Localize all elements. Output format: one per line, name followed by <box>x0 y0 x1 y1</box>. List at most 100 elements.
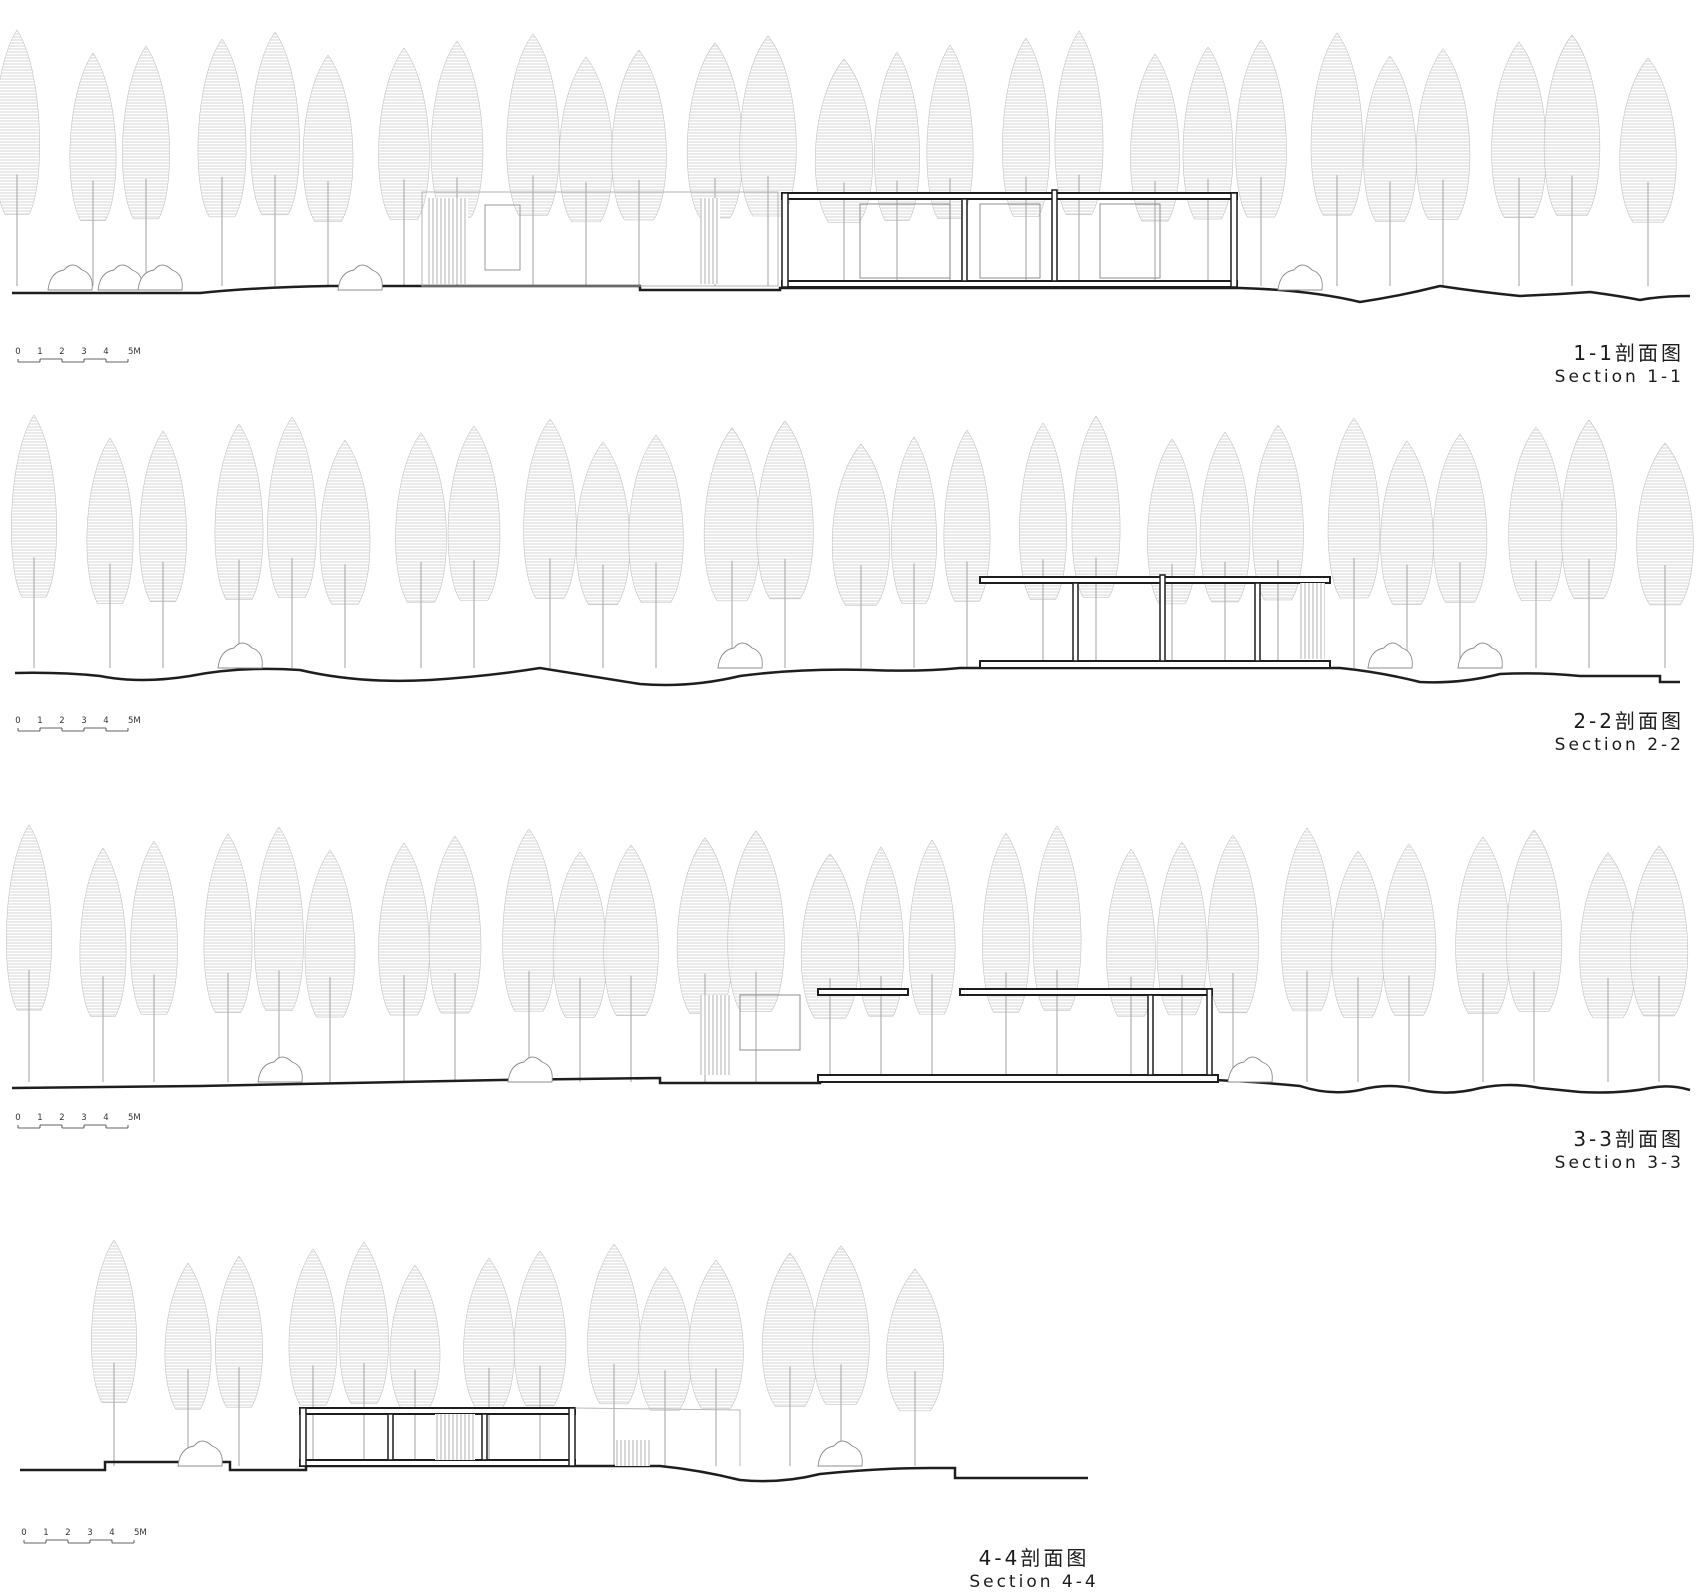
shrub <box>717 642 763 669</box>
title-cn: 2-2剖面图 <box>1573 709 1684 733</box>
ground-line <box>12 284 1691 304</box>
ground-line <box>14 666 1680 687</box>
shrub <box>507 1056 553 1083</box>
shrubs <box>47 264 1323 291</box>
scale-tick-label: 4 <box>103 1113 108 1123</box>
title-cn: 1-1剖面图 <box>1573 341 1684 365</box>
section-3-3: 0 1 2 3 4 5M <box>6 824 1691 1129</box>
building-slab-floor <box>817 1074 1219 1083</box>
scale-tick-label: 2 <box>59 716 64 726</box>
section-title-2-2: 2-2剖面图 Section 2-2 <box>1555 708 1684 756</box>
scale-tick-label: 0 <box>21 1528 26 1538</box>
background-trees <box>11 414 1694 668</box>
shrub <box>177 1440 223 1467</box>
scale-tick-label: 4 <box>103 347 108 357</box>
title-en: Section 1-1 <box>1554 367 1684 387</box>
window <box>859 203 951 279</box>
shrub <box>97 264 143 291</box>
scale-tick-label: 4 <box>103 716 108 726</box>
shrub <box>1277 264 1323 291</box>
scale-tick-label: 0 <box>15 347 20 357</box>
window <box>484 204 521 271</box>
louver-panel <box>435 1414 475 1460</box>
scale-tick-label: 2 <box>59 1113 64 1123</box>
scale-tick-label: 5M <box>128 1113 141 1123</box>
section-title-3-3: 3-3剖面图 Section 3-3 <box>1555 1126 1684 1174</box>
building-slab-roof <box>299 1407 576 1415</box>
scale-tick-label: 2 <box>65 1528 70 1538</box>
louver-panel <box>615 1440 650 1466</box>
background-trees <box>6 824 1689 1082</box>
scale-tick-label: 2 <box>59 347 64 357</box>
shrub <box>137 264 183 291</box>
building-slab-roof <box>781 192 1238 200</box>
building-wall <box>1254 582 1261 662</box>
louver-panel <box>1300 583 1325 659</box>
building-slab-roof <box>959 988 1213 996</box>
building-wall <box>961 198 968 282</box>
scale-tick-label: 3 <box>81 716 86 726</box>
building-slab-roof <box>817 988 909 996</box>
building-wall <box>1230 192 1238 288</box>
scale-tick-label: 1 <box>37 347 42 357</box>
louver-panel <box>700 198 720 284</box>
louver-panel <box>428 198 468 284</box>
title-en: Section 3-3 <box>1554 1153 1684 1173</box>
building-slab-floor <box>781 280 1238 288</box>
title-en: Section 4-4 <box>969 1572 1099 1592</box>
scale-tick-label: 5M <box>128 347 141 357</box>
scale-tick-label: 1 <box>37 716 42 726</box>
shrub <box>817 1440 863 1467</box>
building-wall <box>1147 994 1154 1076</box>
window <box>739 994 801 1051</box>
building-wall <box>481 1413 488 1461</box>
background-trees <box>91 1239 945 1466</box>
shrubs <box>177 1440 863 1467</box>
building-wall <box>568 1407 576 1467</box>
building-wall <box>1072 582 1079 662</box>
shrub <box>217 642 263 669</box>
shrubs <box>217 642 1503 669</box>
scale-tick-label: 1 <box>37 1113 42 1123</box>
scale-bar: 0 1 2 3 4 5M <box>21 1528 147 1544</box>
shrub <box>337 264 383 291</box>
title-cn: 4-4剖面图 <box>978 1546 1090 1570</box>
scale-tick-label: 0 <box>15 1113 20 1123</box>
window <box>1099 203 1161 279</box>
scale-bar: 0 1 2 3 4 5M <box>15 716 141 732</box>
scale-tick-label: 1 <box>43 1528 48 1538</box>
tree-crown <box>0 29 40 215</box>
shrub <box>1457 642 1503 669</box>
building-wall <box>1051 189 1058 282</box>
shrub <box>47 264 93 291</box>
shrub <box>257 1056 303 1083</box>
section-2-2: 0 1 2 3 4 5M <box>11 414 1694 732</box>
building-wall <box>1206 988 1213 1076</box>
scale-tick-label: 0 <box>15 716 20 726</box>
building-wall <box>1159 574 1166 662</box>
scale-tick-label: 5M <box>128 716 141 726</box>
ground-line <box>20 1460 1088 1483</box>
title-cn: 3-3剖面图 <box>1573 1127 1684 1151</box>
shrubs <box>257 1056 1273 1083</box>
section-4-4: 0 1 2 3 4 5M <box>20 1239 1088 1544</box>
canopy-outline <box>574 1407 741 1466</box>
section-title-1-1: 1-1剖面图 Section 1-1 <box>1555 340 1684 388</box>
scale-tick-label: 5M <box>134 1528 147 1538</box>
building-slab-floor <box>299 1459 576 1467</box>
scale-tick-label: 4 <box>109 1528 114 1538</box>
scale-tick-label: 3 <box>87 1528 92 1538</box>
scale-tick-label: 3 <box>81 1113 86 1123</box>
building-wall <box>299 1407 307 1467</box>
section-title-4-4: 4-4剖面图 Section 4-4 <box>954 1545 1114 1593</box>
background-trees <box>0 29 1677 286</box>
building-slab-floor <box>979 660 1331 669</box>
scale-bar: 0 1 2 3 4 5M <box>15 1113 141 1129</box>
shrub <box>1367 642 1413 669</box>
building-annex <box>421 191 779 287</box>
title-en: Section 2-2 <box>1554 735 1684 755</box>
shrub <box>1227 1056 1273 1083</box>
